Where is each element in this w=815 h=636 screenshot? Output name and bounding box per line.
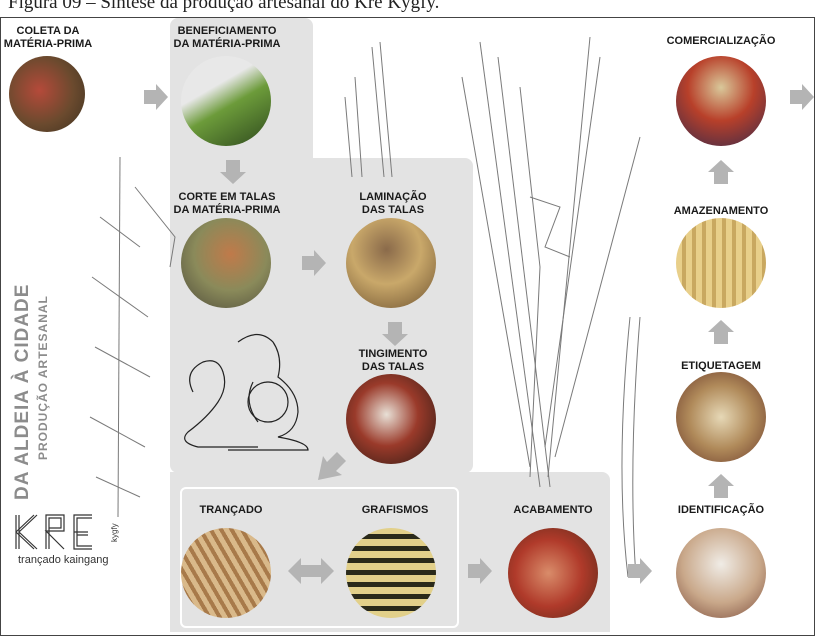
label-tingimento: TINGIMENTO DAS TALAS [318, 348, 468, 374]
photo-tingimento [346, 374, 436, 464]
label-coleta: COLETA DA MATÉRIA-PRIMA [0, 25, 123, 51]
arrow-down-icon [382, 322, 408, 346]
label-armazenamento: AMAZENAMENTO [646, 205, 796, 218]
logo-small-text: kygfy [110, 523, 119, 542]
arrow-double-icon [288, 558, 334, 584]
photo-acabamento [508, 528, 598, 618]
photo-trancado [181, 528, 271, 618]
arrow-up-icon [708, 160, 734, 184]
arrow-up-icon [708, 320, 734, 344]
photo-coleta [9, 56, 85, 132]
label-trancado: TRANÇADO [156, 504, 306, 517]
logo-subtitle: trançado kaingang [18, 554, 109, 566]
label-acabamento: ACABAMENTO [478, 504, 628, 517]
arrow-right-icon [628, 558, 652, 584]
label-beneficiamento: BENEFICIAMENTO DA MATÉRIA-PRIMA [152, 25, 302, 51]
arrow-right-icon [302, 250, 326, 276]
arrow-right-icon [144, 84, 168, 110]
photo-beneficiamento [181, 56, 271, 146]
photo-identificacao [676, 528, 766, 618]
label-comercializacao: COMERCIALIZAÇÃO [646, 35, 796, 48]
label-corte: CORTE EM TALAS DA MATÉRIA-PRIMA [152, 191, 302, 217]
arrow-right-icon [790, 84, 814, 110]
photo-laminacao [346, 218, 436, 308]
vertical-subtitle: PRODUÇÃO ARTESANAL [36, 284, 50, 460]
label-etiquetagem: ETIQUETAGEM [646, 360, 796, 373]
vertical-title-block: DA ALDEIA À CIDADE PRODUÇÃO ARTESANAL [12, 284, 50, 500]
photo-etiquetagem [676, 372, 766, 462]
arrow-right-icon [468, 558, 492, 584]
vertical-title: DA ALDEIA À CIDADE [12, 284, 34, 500]
photo-corte [181, 218, 271, 308]
weaver-sketch [168, 322, 318, 462]
kre-logo: kygfy [10, 505, 140, 577]
photo-grafismos [346, 528, 436, 618]
arrow-up-icon [708, 474, 734, 498]
arrow-down-left-icon [318, 452, 346, 480]
arrow-down-icon [220, 160, 246, 184]
figure-caption: Figura 09 – Síntese da produção artesana… [8, 0, 439, 14]
photo-comercializacao [676, 56, 766, 146]
label-grafismos: GRAFISMOS [320, 504, 470, 517]
label-identificacao: IDENTIFICAÇÃO [646, 504, 796, 517]
photo-armazenamento [676, 218, 766, 308]
label-laminacao: LAMINAÇÃO DAS TALAS [318, 191, 468, 217]
